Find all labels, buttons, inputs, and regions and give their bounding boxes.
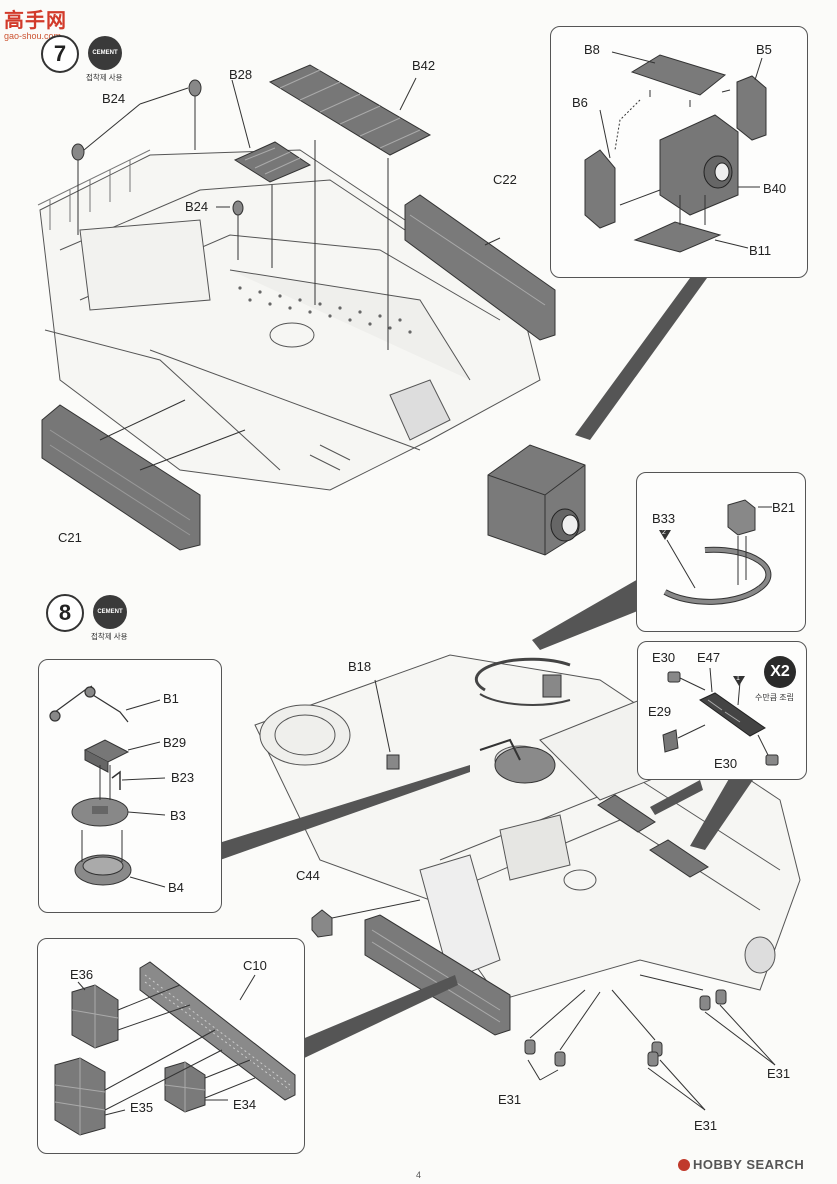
label-e31-a: E31 xyxy=(498,1092,522,1107)
part-c44 xyxy=(311,899,421,938)
watermark-bottom-text: HOBBY SEARCH xyxy=(693,1157,805,1172)
cement-icon-step8: CEMENT xyxy=(93,595,127,629)
label-b29: B29 xyxy=(163,735,187,750)
label-b18: B18 xyxy=(348,659,372,674)
part-c22 xyxy=(404,194,556,341)
marker-number-1: 1 xyxy=(736,675,740,682)
part-mantlet-block xyxy=(487,444,586,556)
watermark-url: gao-shou.com xyxy=(4,31,62,41)
marker-number-2: 2 xyxy=(662,529,666,536)
cement-badge-text: CEMENT xyxy=(92,50,118,56)
label-b33: B33 xyxy=(652,511,676,526)
label-b8: B8 xyxy=(584,42,600,57)
part-c21 xyxy=(41,399,246,551)
watermark-title: 高手网 xyxy=(4,8,67,32)
watermark-bottom: HOBBY SEARCH xyxy=(678,1157,804,1172)
label-c21: C21 xyxy=(58,530,82,545)
page-number: 4 xyxy=(416,1170,422,1180)
label-c22: C22 xyxy=(493,172,517,187)
step-8-hatch-inset xyxy=(38,659,222,913)
label-b11: B11 xyxy=(749,243,772,258)
label-e34: E34 xyxy=(233,1097,257,1112)
label-b42: B42 xyxy=(412,58,436,73)
label-b6: B6 xyxy=(572,95,588,110)
label-b28: B28 xyxy=(229,67,253,82)
label-b21: B21 xyxy=(772,500,796,515)
label-b5: B5 xyxy=(756,42,772,57)
cement-caption-step8: 접착제 사용 xyxy=(91,632,128,641)
cement-badge-text-step8: CEMENT xyxy=(97,609,123,615)
label-b24-top: B24 xyxy=(102,91,126,106)
part-b24 xyxy=(71,79,244,216)
label-e31-b: E31 xyxy=(694,1118,718,1133)
step-7-number: 7 xyxy=(41,35,79,73)
cement-icon: CEMENT xyxy=(88,36,122,70)
part-hatch-installed xyxy=(479,738,556,784)
x2-caption: 수만큼 조립 xyxy=(755,693,795,702)
label-b4: B4 xyxy=(168,880,184,895)
cement-caption: 접착제 사용 xyxy=(86,73,123,82)
step-7-inset xyxy=(550,26,808,278)
label-e35: E35 xyxy=(130,1100,154,1115)
x2-badge: X2 xyxy=(764,656,796,688)
label-e47: E47 xyxy=(697,650,721,665)
label-e31-c: E31 xyxy=(767,1066,791,1081)
part-b33-installed xyxy=(474,657,571,706)
step-8-number: 8 xyxy=(46,594,84,632)
label-e36: E36 xyxy=(70,967,94,982)
part-b28 xyxy=(233,141,312,268)
label-e30-b: E30 xyxy=(714,756,738,771)
label-b24-mid: B24 xyxy=(185,199,209,214)
label-c44: C44 xyxy=(296,868,320,883)
part-b18 xyxy=(374,679,400,770)
watermark-logo: 高手网 gao-shou.com xyxy=(4,4,67,41)
label-b23: B23 xyxy=(171,770,195,785)
label-e29: E29 xyxy=(648,704,672,719)
part-c10-attached xyxy=(364,914,511,1036)
step-8-ring-inset xyxy=(636,472,806,632)
part-e31 xyxy=(524,989,727,1067)
label-c10: C10 xyxy=(243,958,267,973)
label-b1: B1 xyxy=(163,691,179,706)
hobby-search-icon xyxy=(678,1158,690,1171)
label-e30-a: E30 xyxy=(652,650,676,665)
label-b3: B3 xyxy=(170,808,186,823)
label-b40: B40 xyxy=(763,181,787,196)
part-b42 xyxy=(268,64,432,350)
